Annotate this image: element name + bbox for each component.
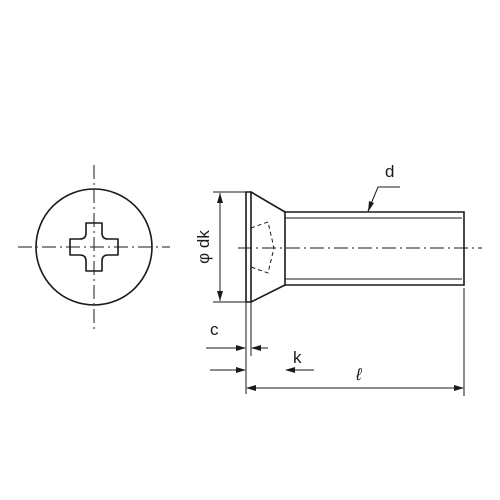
label-d: d — [385, 162, 394, 181]
dimension-d: d — [367, 162, 400, 212]
arrow-c-left — [236, 345, 246, 351]
label-dk: φ dk — [194, 230, 213, 264]
arrow-c-right — [251, 345, 261, 351]
cone-upper-line — [250, 191, 286, 213]
end-view — [18, 165, 170, 332]
arrow-length-left — [246, 385, 256, 391]
dimension-c: c — [206, 302, 268, 394]
arrow-dk-bottom — [217, 291, 223, 301]
label-c: c — [210, 320, 219, 339]
side-view — [238, 191, 482, 303]
leader-d — [367, 186, 400, 212]
dimension-dk: φ dk — [194, 191, 246, 303]
dimension-length: ℓ — [246, 288, 465, 396]
label-k: k — [293, 348, 302, 367]
arrow-k-left — [236, 367, 246, 373]
arrow-k-right — [285, 367, 295, 373]
cone-lower-line — [250, 284, 286, 303]
dimension-k: k — [210, 348, 314, 373]
label-length: ℓ — [355, 365, 362, 384]
leader-d-arrow — [368, 201, 374, 212]
arrow-length-right — [454, 385, 464, 391]
arrow-dk-top — [217, 193, 223, 203]
phillips-cross-recess-icon — [69, 222, 119, 272]
